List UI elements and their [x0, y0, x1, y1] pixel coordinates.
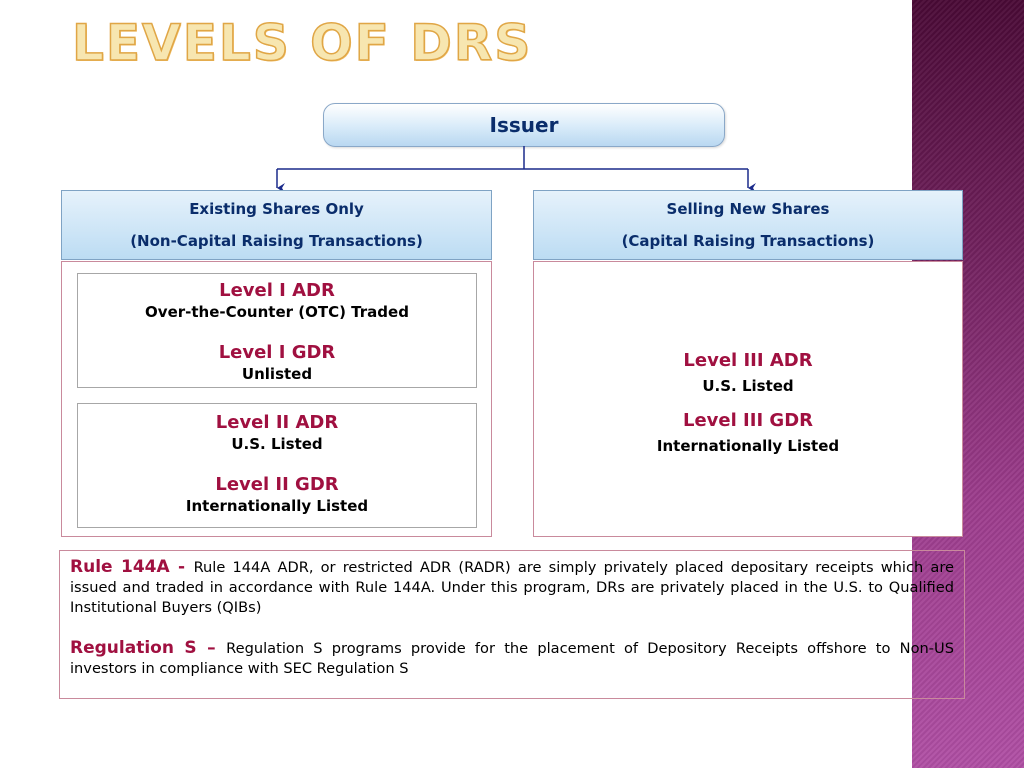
level-one-adr-label: Level I ADR — [219, 280, 335, 301]
category-right-line1: Selling New Shares — [666, 200, 830, 218]
level-three-gdr-desc: Internationally Listed — [656, 437, 840, 455]
level-two-box: Level II ADR U.S. Listed Level II GDR In… — [77, 403, 477, 528]
regulation-s-heading: Regulation S – — [70, 638, 227, 658]
level-two-adr-label: Level II ADR — [215, 412, 339, 433]
category-right-line2: (Capital Raising Transactions) — [621, 232, 875, 250]
category-left-line2: (Non-Capital Raising Transactions) — [130, 232, 423, 250]
category-existing-shares: Existing Shares Only (Non-Capital Raisin… — [61, 190, 492, 260]
level-three-content: Level III ADR U.S. Listed Level III GDR … — [533, 350, 963, 456]
side-decorative-band — [912, 0, 1024, 768]
level-one-gdr-label: Level I GDR — [218, 342, 336, 363]
level-three-adr-desc: U.S. Listed — [702, 377, 794, 395]
category-selling-new-shares: Selling New Shares (Capital Raising Tran… — [533, 190, 963, 260]
level-one-adr-desc: Over-the-Counter (OTC) Traded — [145, 303, 409, 321]
level-two-gdr-label: Level II GDR — [215, 474, 339, 495]
level-one-gdr-desc: Unlisted — [241, 365, 313, 383]
rule-144a-paragraph: Rule 144A - Rule 144A ADR, or restricted… — [70, 557, 954, 618]
level-three-adr-label: Level III ADR — [683, 350, 813, 371]
level-two-adr-desc: U.S. Listed — [231, 435, 323, 453]
issuer-label: Issuer — [489, 113, 559, 137]
regulation-s-paragraph: Regulation S – Regulation S programs pro… — [70, 638, 954, 679]
category-left-line1: Existing Shares Only — [189, 200, 364, 218]
rule-144a-text: Rule 144A ADR, or restricted ADR (RADR) … — [70, 559, 954, 616]
right-levels-panel — [533, 261, 963, 537]
level-three-gdr-label: Level III GDR — [683, 410, 813, 431]
regulation-s-text: Regulation S programs provide for the pl… — [70, 640, 954, 677]
slide-title: Levels of DRs — [71, 14, 533, 72]
issuer-node: Issuer — [323, 103, 725, 147]
rule-144a-heading: Rule 144A - — [70, 557, 194, 577]
rules-notes-box: Rule 144A - Rule 144A ADR, or restricted… — [59, 550, 965, 699]
level-one-box: Level I ADR Over-the-Counter (OTC) Trade… — [77, 273, 477, 388]
level-two-gdr-desc: Internationally Listed — [185, 497, 369, 515]
